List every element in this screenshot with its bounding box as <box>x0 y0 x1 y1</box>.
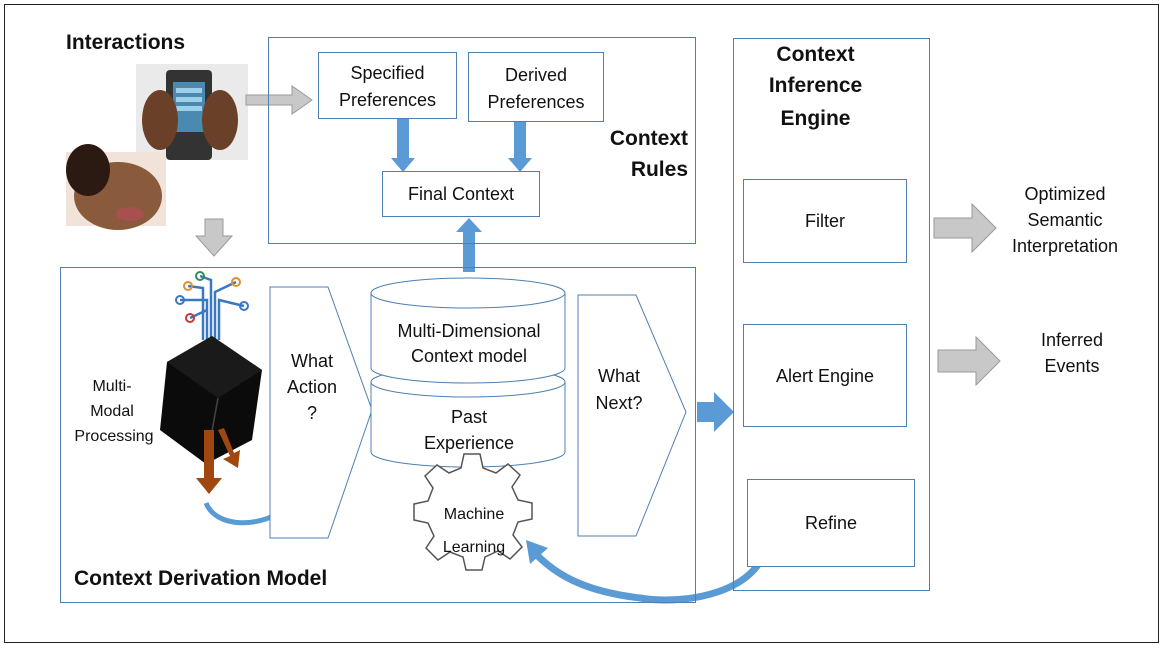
what-action-line2: Action <box>286 377 338 397</box>
specified-preferences-box: Specified Preferences <box>318 52 457 119</box>
context-rules-title-line1: Context <box>609 127 688 150</box>
what-next-line2: Next? <box>595 393 643 413</box>
context-model-cylinder <box>370 277 566 384</box>
what-next-to-engine-arrow <box>697 392 734 432</box>
inference-engine-title-line3: Engine <box>780 107 851 130</box>
context-model-line1: Multi-Dimensional <box>397 321 541 341</box>
specified-to-final-arrow <box>391 118 415 172</box>
inferred-events-line1: Inferred <box>1040 330 1104 350</box>
alert-output-arrow <box>937 335 1001 387</box>
inferred-events-line2: Events <box>1044 356 1100 376</box>
context-model-line2: Context model <box>410 346 528 366</box>
interactions-to-preferences-arrow <box>245 85 313 115</box>
context-derivation-title: Context Derivation Model <box>74 567 328 590</box>
derived-preferences-line2: Preferences <box>487 92 585 112</box>
refine-box: Refine <box>747 479 915 567</box>
multimodal-line2: Modal <box>90 403 134 420</box>
optimized-line3: Interpretation <box>1011 236 1119 256</box>
context-rules-panel <box>268 37 696 244</box>
final-context-box: Final Context <box>382 171 540 217</box>
brown-arrows-icon <box>196 428 240 494</box>
inference-engine-title-line1: Context <box>776 43 855 66</box>
specified-preferences-line1: Specified <box>350 63 425 83</box>
refine-to-learning-arrow <box>531 543 770 604</box>
context-derivation-panel <box>60 267 696 603</box>
filter-label: Filter <box>805 211 845 231</box>
what-action-line3: ? <box>306 403 317 423</box>
context-model-to-final-arrow <box>456 218 482 272</box>
black-cube-icon <box>160 336 262 465</box>
multimodal-line1: Multi- <box>92 378 132 395</box>
filter-output-arrow <box>933 202 997 254</box>
what-action-shape <box>269 286 373 539</box>
final-context-label: Final Context <box>407 184 515 204</box>
derived-preferences-box: Derived Preferences <box>468 52 604 122</box>
derived-preferences-line1: Derived <box>504 65 568 85</box>
machine-learning-line2: Learning <box>442 539 506 556</box>
inference-engine-title-line2: Inference <box>768 74 863 97</box>
interactions-label: Interactions <box>66 31 186 54</box>
derived-to-final-arrow <box>508 122 532 172</box>
gear-icon <box>413 453 533 571</box>
interactions-to-processing-arrow <box>194 218 234 257</box>
alert-engine-box: Alert Engine <box>743 324 907 427</box>
filter-box: Filter <box>743 179 907 263</box>
refine-label: Refine <box>804 513 858 533</box>
what-next-shape <box>577 294 687 537</box>
what-action-line1: What <box>290 351 333 371</box>
past-experience-line1: Past <box>450 407 488 427</box>
inference-engine-panel <box>733 38 930 591</box>
past-experience-line2: Experience <box>423 433 515 453</box>
phone-photo <box>136 64 248 160</box>
optimized-line2: Semantic <box>1027 210 1103 230</box>
specified-preferences-line2: Preferences <box>338 90 437 110</box>
person-on-phone-photo <box>66 144 166 230</box>
alert-engine-label: Alert Engine <box>775 366 875 386</box>
circuit-tree-icon <box>175 271 249 340</box>
multimodal-line3: Processing <box>74 428 154 445</box>
what-next-line1: What <box>597 366 640 386</box>
context-rules-title-line2: Rules <box>630 158 688 181</box>
figure-frame <box>4 4 1159 643</box>
machine-learning-line1: Machine <box>443 506 505 523</box>
optimized-line1: Optimized <box>1024 184 1106 204</box>
